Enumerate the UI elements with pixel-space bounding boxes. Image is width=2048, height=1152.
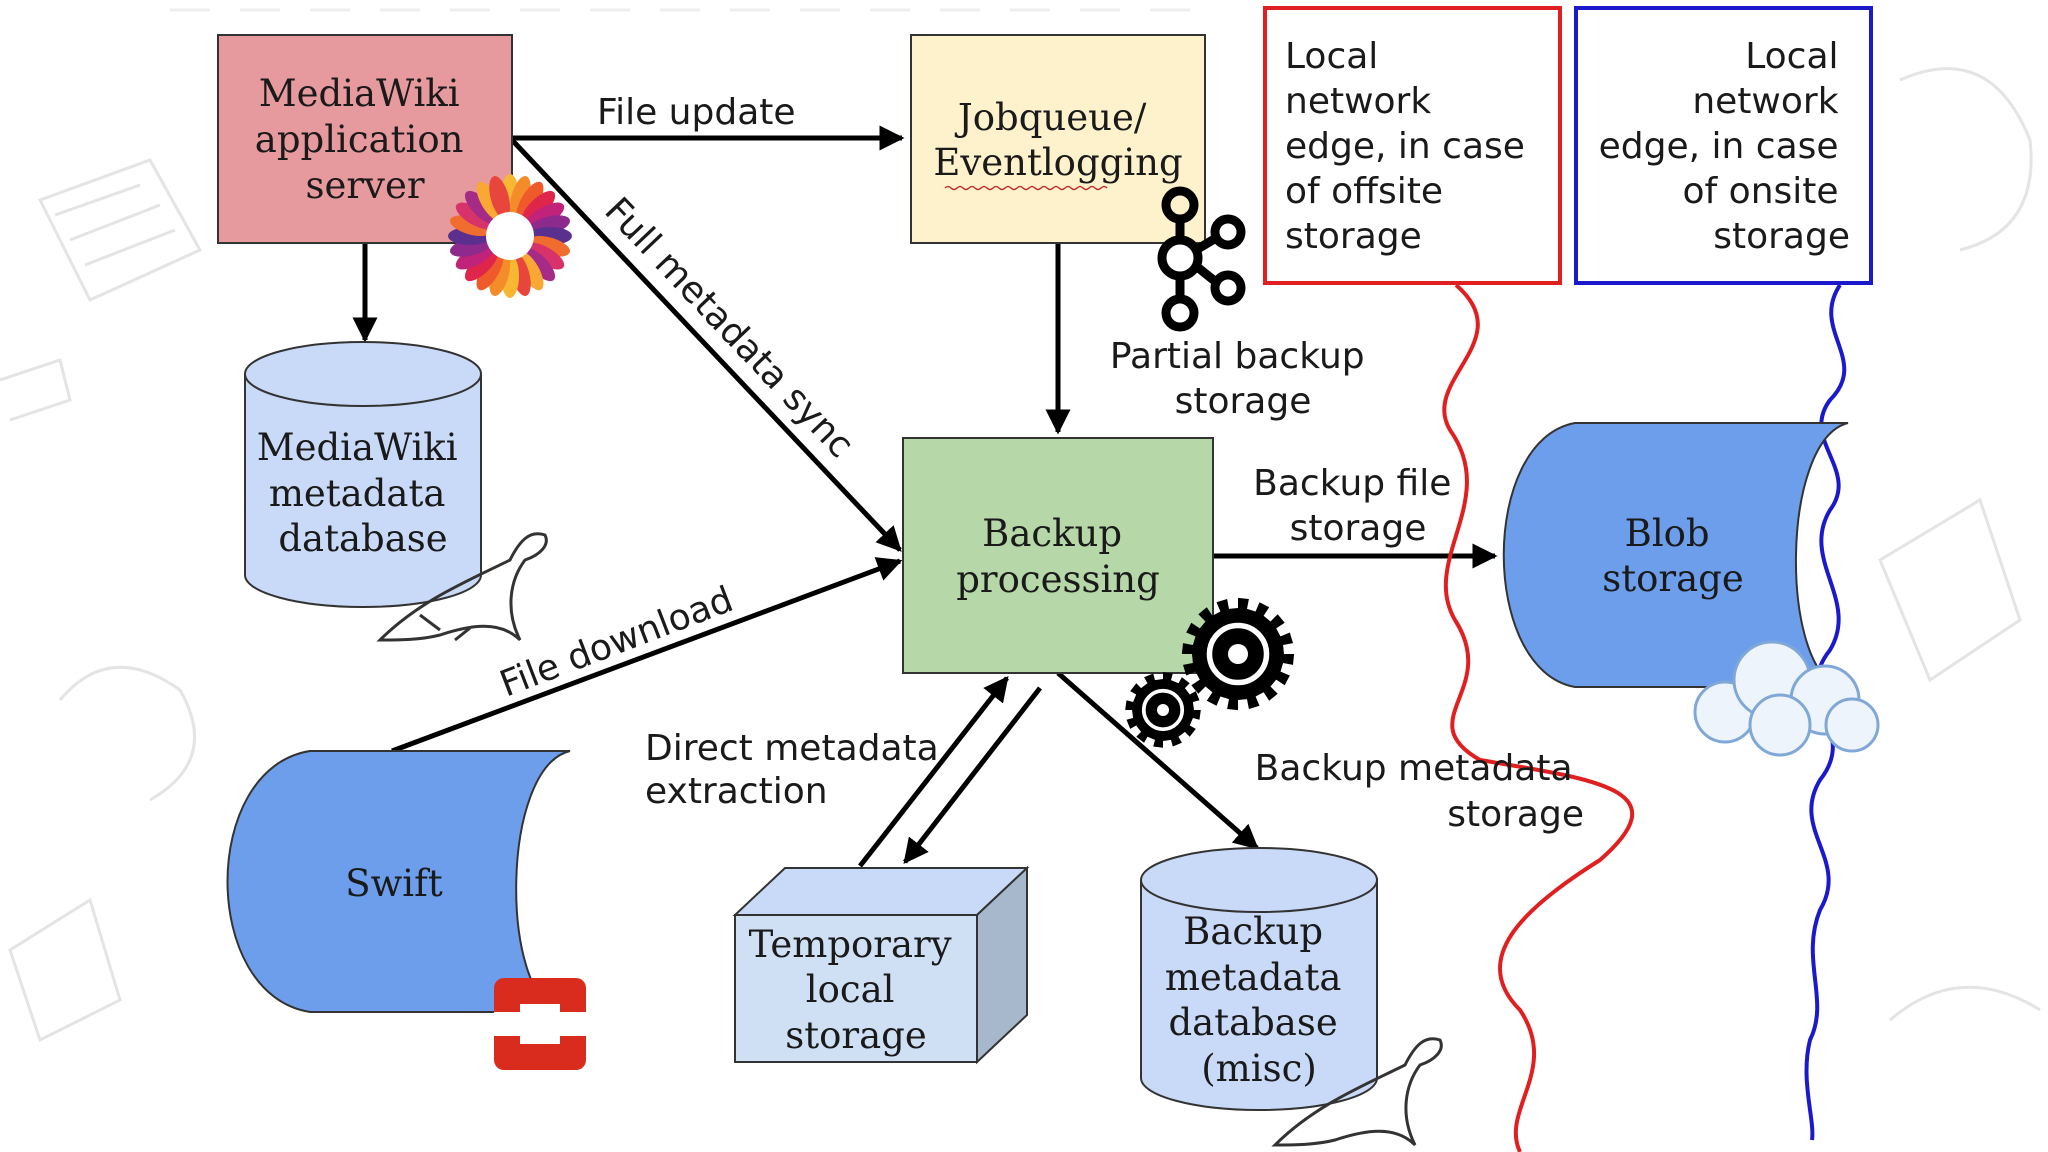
onsite-legend-text: storage <box>1713 216 1850 257</box>
backup-processing-box <box>902 437 1214 674</box>
full-sync-label: Full metadata sync <box>596 190 861 466</box>
mediawiki-app-label: MediaWiki <box>259 72 460 115</box>
offsite-legend-text: network <box>1285 81 1431 122</box>
backup-db-label: metadata <box>1165 956 1342 999</box>
offsite-legend-text: of offsite <box>1285 171 1443 212</box>
jobqueue-label: Jobqueue/ <box>954 96 1147 139</box>
background-doodles <box>0 8 2041 1043</box>
blob-storage-label: Blob <box>1625 512 1710 555</box>
apache-petal <box>455 202 495 230</box>
svg-text:Backup file storage: Backup file storage <box>1253 463 1463 549</box>
backup-file-label: storage <box>1290 508 1427 549</box>
mediawiki-app-label: application <box>255 118 464 161</box>
svg-text:Blob storage: Blob storage <box>1602 512 1743 600</box>
svg-text:Backup metadata databa: Backup metadata database (misc) <box>1165 910 1353 1090</box>
spellcheck-underline <box>944 185 1108 191</box>
apache-petal <box>489 175 511 219</box>
backup-db-label: Backup <box>1183 910 1323 953</box>
backup-meta-storage-label: Backup metadata <box>1255 748 1573 789</box>
direct-extraction-label: Direct metadata <box>645 728 939 769</box>
edge-file-download <box>391 557 903 754</box>
mysql-seal-icon <box>376 532 548 642</box>
gear-ring <box>1141 688 1185 732</box>
mediawiki-db-label: metadata <box>269 472 446 515</box>
file-update-label: File update <box>597 92 796 133</box>
offsite-legend-text: storage <box>1285 216 1422 257</box>
gear-hole <box>1228 644 1248 664</box>
apache-petal <box>476 251 504 291</box>
temp-storage-box <box>732 865 1030 1065</box>
partial-backup-label: Partial backup <box>1110 336 1365 377</box>
offsite-legend-text: edge, in case <box>1285 126 1525 167</box>
offsite-legend-box <box>1263 6 1562 285</box>
backup-meta-storage-label: storage <box>1447 794 1584 835</box>
svg-text:Backup processing: Backup processing <box>956 512 1160 601</box>
svg-text:MediaWiki application: MediaWiki application server <box>255 72 475 207</box>
backup-db-cylinder <box>1140 847 1378 1111</box>
cloud-icon <box>1693 640 1880 757</box>
blob-storage-shape <box>1502 422 1849 688</box>
onsite-legend-text: Local <box>1745 36 1838 77</box>
mediawiki-db-label: database <box>278 517 447 560</box>
gear-hole <box>1157 704 1169 716</box>
offsite-legend-text: Local <box>1285 36 1378 77</box>
temp-storage-label: storage <box>785 1014 926 1057</box>
svg-text:Local network edge, in: Local network edge, in case of onsite st… <box>1599 36 1850 257</box>
svg-text:Backup metadata storage: Backup metadata storage <box>1255 748 1584 835</box>
openstack-logo-icon <box>494 978 586 1070</box>
offsite-edge-line <box>1442 283 1635 1152</box>
jobqueue-label: Eventlogging <box>933 141 1182 184</box>
apache-petal <box>516 181 544 221</box>
apache-petal <box>525 242 565 270</box>
file-download-label: File download <box>495 579 739 705</box>
apache-logo-icon <box>448 174 572 298</box>
edge-temp-to-backup <box>903 686 1042 864</box>
mediawiki-app-label: server <box>305 164 424 207</box>
svg-text:MediaWiki metadata dat: MediaWiki metadata database <box>257 426 470 560</box>
onsite-legend-text: network <box>1692 81 1838 122</box>
direct-extraction-label: extraction <box>645 771 828 812</box>
onsite-legend-text: edge, in case <box>1599 126 1839 167</box>
backup-file-label: Backup file <box>1253 463 1451 504</box>
svg-text:Temporary local storag: Temporary local storage <box>749 923 964 1057</box>
temp-storage-label: local <box>806 968 895 1011</box>
temp-storage-label: Temporary <box>749 923 952 966</box>
edge-backup-to-temp <box>858 676 1009 868</box>
swift-label: Swift <box>345 862 443 905</box>
svg-text:Partial backup storage: Partial backup storage <box>1110 336 1376 422</box>
edge-full-sync <box>510 138 902 552</box>
partial-backup-label: storage <box>1175 381 1312 422</box>
svg-text:Local network edge, in: Local network edge, in case of offsite s… <box>1285 36 1536 257</box>
mysql-seal-icon <box>1271 1037 1443 1147</box>
mediawiki-db-label: MediaWiki <box>257 426 458 469</box>
edges <box>352 125 1498 868</box>
backup-db-label: database <box>1168 1001 1337 1044</box>
onsite-legend-text: of onsite <box>1683 171 1839 212</box>
onsite-legend-box <box>1574 6 1873 285</box>
svg-text:Swift: Swift <box>345 862 443 905</box>
backup-processing-label: processing <box>956 558 1160 601</box>
blob-storage-label: storage <box>1602 557 1743 600</box>
backup-db-label: (misc) <box>1201 1047 1317 1090</box>
mediawiki-db-cylinder <box>244 341 482 608</box>
svg-text:Jobqueue/ Eventlogging: Jobqueue/ Eventlogging <box>933 96 1182 184</box>
backup-processing-label: Backup <box>982 512 1122 555</box>
svg-text:Direct metadata extraction: Direct metadata extraction <box>645 728 950 812</box>
gears-icon <box>1125 597 1295 748</box>
jobqueue-box <box>910 34 1206 244</box>
gear-ring <box>1206 622 1270 686</box>
swift-storage-shape <box>226 750 571 1013</box>
edge-backup-to-metadb <box>1056 671 1259 850</box>
kafka-logo-icon <box>1157 186 1246 332</box>
